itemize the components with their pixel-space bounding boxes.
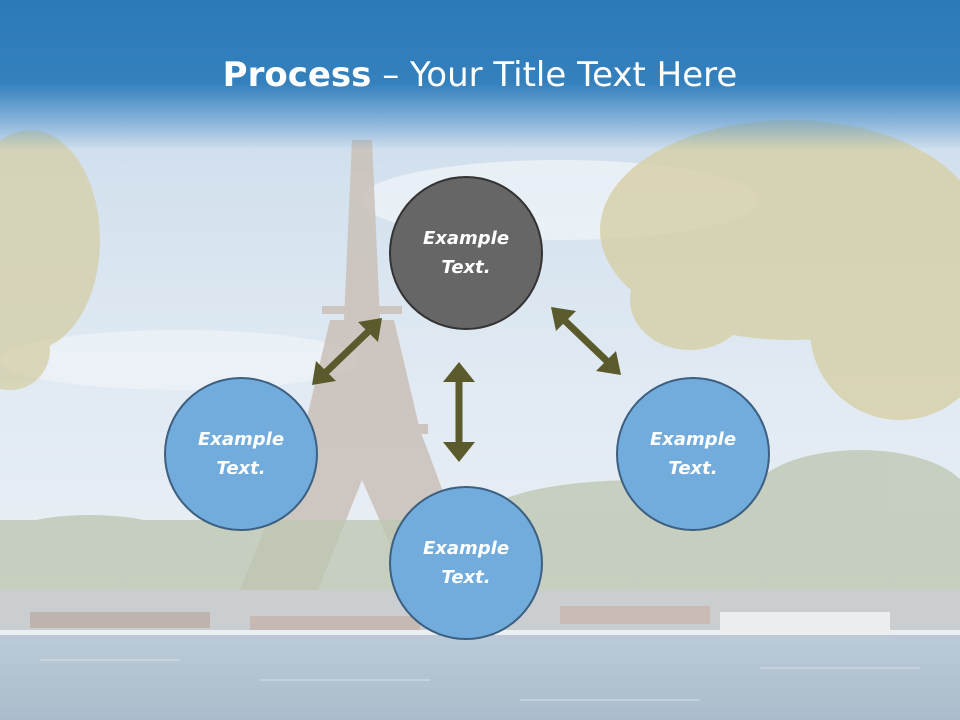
process-node-right[interactable]: Example Text. (616, 377, 770, 531)
process-node-bottom-label: Example Text. (422, 538, 510, 588)
process-node-left-label: Example Text. (197, 429, 285, 479)
title-dash: – (371, 55, 411, 95)
double-arrow-vertical (443, 362, 475, 462)
double-arrow-top-left (312, 318, 382, 385)
process-node-bottom[interactable]: Example Text. (389, 486, 543, 640)
process-node-right-label: Example Text. (649, 429, 737, 479)
trees-right (600, 120, 960, 420)
title-rest: Your Title Text Here (410, 55, 738, 95)
title-bold: Process (222, 55, 372, 95)
process-node-top[interactable]: Example Text. (389, 176, 543, 330)
slide-title: Process – Your Title Text Here (0, 54, 960, 96)
process-node-left[interactable]: Example Text. (164, 377, 318, 531)
double-arrow-top-right (551, 307, 621, 375)
trees-left (0, 130, 100, 390)
process-node-top-label: Example Text. (422, 228, 510, 278)
title-band (0, 0, 960, 150)
